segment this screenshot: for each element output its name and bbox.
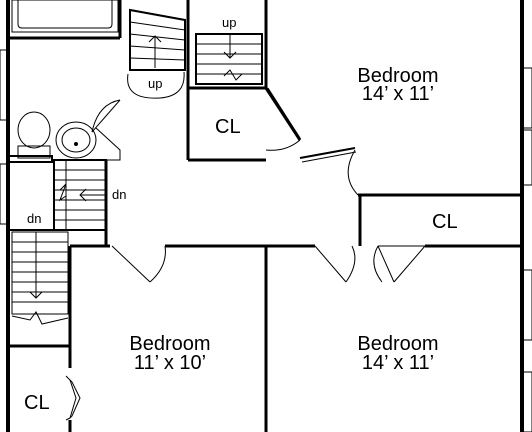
stair-arrow-head <box>223 51 237 59</box>
bedroom-ne: Bedroom 14’ x 11’ <box>299 65 439 196</box>
hall-doors <box>111 245 356 283</box>
bathtub <box>11 0 119 33</box>
vanity-counter <box>60 127 121 161</box>
bedroom-ne-size: 14’ x 11’ <box>362 83 434 105</box>
windows <box>0 49 532 432</box>
stair-up-right: up <box>195 15 263 85</box>
bathtub-inner <box>17 0 113 29</box>
se-door-leaf <box>314 245 347 283</box>
bedroom-se-size: 14’ x 11’ <box>362 352 434 374</box>
stair-dn-center: dn <box>53 159 126 246</box>
bath-fixtures <box>7 111 121 163</box>
stair-up-label-upper: up <box>222 15 236 30</box>
stair-up-upper-outline <box>129 8 186 71</box>
closet-door-leaf <box>267 87 301 139</box>
bedroom-sw-size: 11’ x 10’ <box>134 352 206 374</box>
stair-dn-label-right: dn <box>112 187 126 202</box>
window-right-mid <box>521 129 532 186</box>
closet-door-swing <box>265 139 301 151</box>
closet-right: CL <box>373 211 458 283</box>
tread <box>129 45 186 51</box>
bedroom-ne-door-leaf-edge <box>301 151 357 163</box>
closet-bottom-left-bifold-2 <box>69 379 81 419</box>
tread <box>129 33 186 41</box>
toilet-base <box>7 155 53 163</box>
closet-right-door-swing <box>373 245 383 283</box>
window-left-lower <box>0 163 9 225</box>
stair-break <box>11 311 69 325</box>
bath-door <box>91 99 121 133</box>
closet-center: CL <box>215 87 301 151</box>
closet-bottom-left: CL <box>24 375 81 421</box>
bedroom-se-name: Bedroom <box>357 333 438 355</box>
toilet-tank <box>17 145 51 159</box>
se-door-swing <box>345 245 356 283</box>
window-left-upper <box>0 49 9 121</box>
window-right-low <box>521 269 532 341</box>
stair-dn-label-left: dn <box>27 211 41 226</box>
closet-bottom-left-bifold <box>65 375 77 421</box>
bedroom-sw-name: Bedroom <box>129 333 210 355</box>
closet-right-door-leaf-1 <box>377 245 395 283</box>
sw-door-leaf <box>111 245 151 283</box>
closet-bottom-left-label: CL <box>24 392 50 414</box>
toilet-bowl <box>17 111 51 149</box>
bedroom-ne-door-swing <box>347 149 359 196</box>
stair-up-upper: up <box>127 8 186 99</box>
closet-center-label: CL <box>215 116 241 138</box>
window-right-bottom <box>521 371 532 432</box>
bath-door-leaf <box>91 99 121 133</box>
sw-door-swing <box>149 245 166 283</box>
stair-arrow-head <box>79 188 87 202</box>
bedroom-sw: Bedroom 11’ x 10’ <box>129 333 210 374</box>
bath-door-swing <box>91 99 121 133</box>
closet-right-door-leaf-2 <box>393 245 426 283</box>
bedroom-ne-name: Bedroom <box>357 65 438 87</box>
window-right-upper <box>521 67 532 129</box>
ne-bedroom-angled-wall <box>264 87 302 141</box>
closet-right-label: CL <box>432 211 458 233</box>
bedroom-ne-door-leaf <box>299 147 356 159</box>
stair-dn-left-outline <box>11 231 69 315</box>
tread <box>129 57 186 61</box>
stair-dn-left: dn <box>11 211 69 325</box>
bedroom-se: Bedroom 14’ x 11’ <box>357 333 438 374</box>
stair-up-right-outline <box>195 33 263 85</box>
stair-up-label-lower: up <box>148 76 162 91</box>
sink-basin <box>55 121 97 159</box>
stair-arrow-head <box>29 291 43 299</box>
stair-curve <box>127 71 185 99</box>
stair-break <box>58 183 67 202</box>
sink-inner <box>61 127 91 153</box>
tread <box>129 21 186 31</box>
stair-arrow-head <box>148 35 162 43</box>
stair-break <box>223 69 243 81</box>
sink-drain <box>74 142 78 146</box>
